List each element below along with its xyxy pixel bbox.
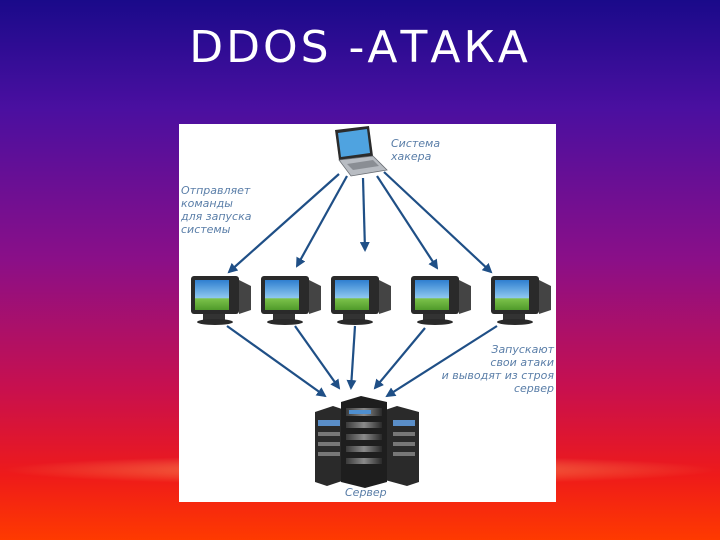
hacker-system-label: Система хакера [391, 137, 440, 163]
launch-attacks-label: Запускают свои атаки и выводят из строя … [427, 343, 554, 395]
arrow-pc2-to-server [294, 325, 341, 390]
attack-label-line-1: Запускают [491, 343, 554, 356]
hacker-label-line-1: Система [391, 137, 441, 150]
command-arrows [227, 171, 493, 274]
arrow-pc3-to-server [346, 325, 357, 390]
sends-commands-label: Отправляет команды для запуска системы [181, 184, 251, 236]
arrow-pc1-to-server [226, 325, 327, 398]
monitor-icon [191, 276, 251, 325]
attack-label-line-3: и выводят из строя [441, 369, 554, 382]
monitor-icon [261, 276, 321, 325]
attack-arrows [226, 325, 498, 398]
server-rack-left [315, 406, 345, 486]
slide-title: DDOS -АТАКА [189, 22, 531, 73]
hacker-label-line-2: хакера [391, 150, 432, 163]
monitor-icon [411, 276, 471, 325]
command-label-line-2: команды [181, 197, 233, 210]
laptop-icon [335, 126, 388, 177]
attack-label-line-4: сервер [513, 382, 554, 395]
arrow-pc4-to-server [373, 327, 426, 390]
arrow-hacker-to-pc1 [227, 173, 340, 274]
server-rack-center [341, 396, 387, 488]
diagram-canvas [191, 126, 551, 488]
ddos-diagram: Система хакера Отправляет команды для за… [179, 124, 556, 502]
command-label-line-4: системы [181, 223, 231, 236]
server-rack-right [385, 406, 419, 486]
monitor-icon [491, 276, 551, 325]
server-label: Сервер [345, 486, 387, 499]
arrow-hacker-to-pc4 [376, 175, 439, 270]
attack-label-line-2: свои атаки [490, 356, 554, 369]
arrow-pc5-to-server [385, 325, 498, 398]
command-label-line-3: для запуска [181, 210, 252, 223]
arrow-hacker-to-pc3 [359, 177, 370, 252]
zombie-monitors [191, 276, 551, 325]
arrow-hacker-to-pc2 [296, 175, 348, 268]
monitor-icon [331, 276, 391, 325]
arrow-hacker-to-pc5 [383, 171, 493, 274]
command-label-line-1: Отправляет [181, 184, 251, 197]
server-rack-icon [315, 396, 419, 488]
